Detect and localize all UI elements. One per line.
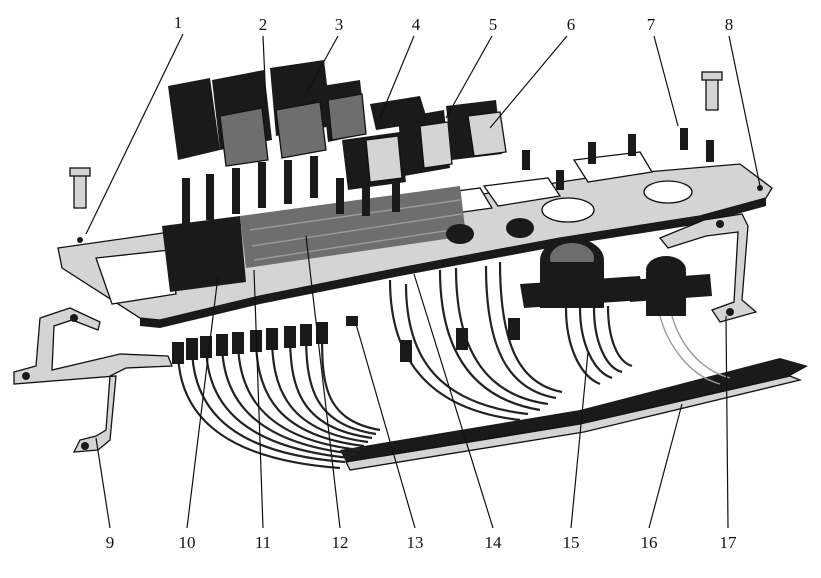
relay-block-small	[342, 96, 507, 190]
callout-3: 3	[335, 15, 344, 34]
left-mounting-bracket	[13, 307, 173, 453]
callout-9: 9	[106, 533, 115, 552]
callout-7: 7	[647, 15, 656, 34]
callout-12: 12	[332, 533, 349, 552]
wire-harness-right	[346, 261, 731, 422]
callout-15: 15	[563, 533, 580, 552]
callout-6: 6	[567, 15, 576, 34]
callout-labels: 1 2 3 4 5 6 7 8 9 10 11 12 13 14 15 16 1…	[106, 13, 737, 552]
callout-2: 2	[259, 15, 268, 34]
relay-block-large	[168, 60, 367, 167]
right-mounting-bracket	[658, 213, 758, 323]
callout-5: 5	[489, 15, 498, 34]
callout-11: 11	[255, 533, 271, 552]
callout-8: 8	[725, 15, 734, 34]
callout-1: 1	[174, 13, 183, 32]
fuse-holder-board	[162, 186, 466, 292]
fuse-pins	[182, 156, 400, 224]
callout-4: 4	[412, 15, 421, 34]
callout-17: 17	[720, 533, 738, 552]
screws	[69, 71, 723, 209]
callout-16: 16	[641, 533, 658, 552]
round-connectors	[446, 218, 712, 316]
leader-lines	[85, 33, 761, 529]
wire-terminals-left	[172, 322, 328, 364]
callout-10: 10	[179, 533, 196, 552]
callout-14: 14	[485, 533, 503, 552]
bottom-rail	[340, 358, 808, 471]
callout-13: 13	[407, 533, 424, 552]
